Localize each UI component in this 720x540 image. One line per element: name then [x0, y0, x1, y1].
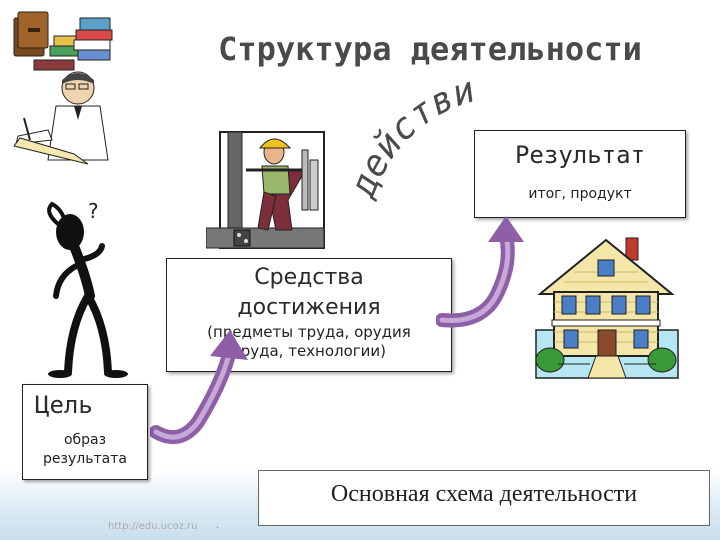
thinking-man-icon: ? [47, 199, 128, 378]
caption: Основная схема деятельности [330, 481, 638, 507]
arrow-means-to-result [436, 216, 524, 328]
worker-icon [206, 131, 325, 249]
means-subtitle-line2: труда, технологии) [231, 342, 387, 360]
goal-subtitle-line2: результата [43, 451, 127, 467]
clerk-writing-icon [13, 71, 109, 165]
goal-title: Цель [35, 391, 93, 419]
result-box: Результат итог, продукт [474, 130, 686, 218]
goal-box: Цель образ результата [22, 384, 148, 480]
footer-url: http://edu.ucoz.ru [108, 521, 198, 532]
page-title: Структура деятельности [218, 30, 642, 68]
result-subtitle: итог, продукт [528, 186, 632, 202]
caption-box: Основная схема деятельности [258, 470, 710, 526]
goal-subtitle-line1: образ [63, 432, 107, 448]
arrow-goal-to-means [150, 330, 248, 445]
result-title: Результат [514, 141, 646, 169]
house-icon [535, 237, 679, 379]
means-box: Средства достижения (предметы труда, ору… [166, 258, 452, 372]
means-title-line1: Средства [254, 265, 364, 290]
books-icon [13, 11, 113, 71]
means-subtitle-line1: (предметы труда, орудия [207, 323, 411, 341]
means-title-line2: достижения [237, 295, 381, 320]
footer-dot: . [216, 520, 220, 531]
svg-text:?: ? [88, 199, 99, 223]
